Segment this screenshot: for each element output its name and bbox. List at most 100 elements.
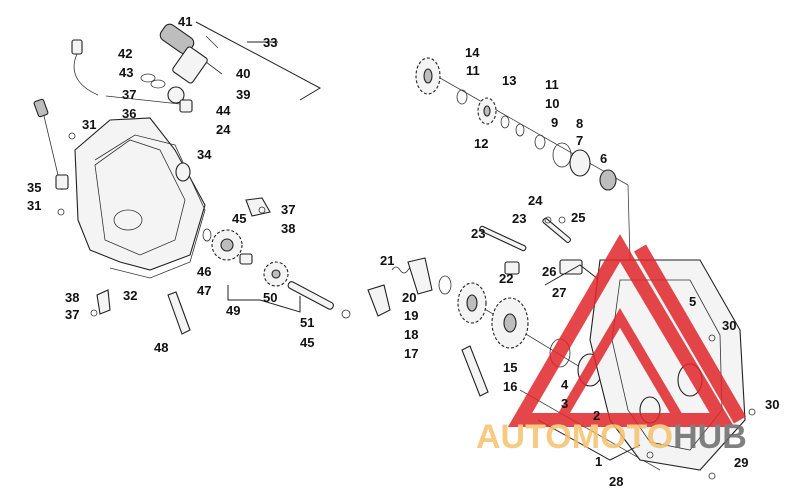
watermark-text-hub: HUB bbox=[673, 418, 747, 456]
callout-50: 50 bbox=[263, 290, 277, 305]
callout-37-mid: 37 bbox=[281, 202, 295, 217]
callout-10: 10 bbox=[545, 96, 559, 111]
wire-36 bbox=[105, 95, 181, 105]
snap-ring-8 bbox=[552, 142, 572, 168]
callout-37-bottom: 37 bbox=[65, 307, 79, 322]
left-assembly bbox=[33, 21, 351, 335]
screw-40 bbox=[205, 61, 223, 75]
callout-40: 40 bbox=[236, 66, 250, 81]
callout-48: 48 bbox=[154, 340, 168, 355]
pivot-22 bbox=[504, 261, 520, 275]
callout-27: 27 bbox=[552, 285, 566, 300]
callout-28: 28 bbox=[609, 474, 623, 489]
axis-drop bbox=[627, 184, 631, 261]
group-bracket-1 bbox=[537, 419, 641, 461]
bolt-31a bbox=[68, 132, 76, 140]
shaft-51 bbox=[287, 281, 334, 310]
gear-14 bbox=[415, 57, 441, 95]
callout-31-top: 31 bbox=[82, 117, 96, 132]
arm-19 bbox=[407, 257, 433, 295]
callout-45-top: 45 bbox=[232, 211, 246, 226]
retainer-44 bbox=[179, 99, 193, 113]
washer-11b bbox=[500, 115, 510, 129]
pin-23b bbox=[542, 217, 572, 243]
o-ring-43 bbox=[140, 73, 156, 83]
callout-30-top: 30 bbox=[722, 318, 736, 333]
callout-32: 32 bbox=[123, 288, 137, 303]
watermark-text-moto: MOTO bbox=[572, 418, 673, 456]
callout-31-bottom: 31 bbox=[27, 198, 41, 213]
callout-21: 21 bbox=[380, 253, 394, 268]
cover-rib bbox=[94, 139, 186, 256]
callout-20: 20 bbox=[402, 290, 416, 305]
callout-24-right: 24 bbox=[528, 193, 543, 208]
callout-19: 19 bbox=[404, 308, 418, 323]
chain-48 bbox=[167, 291, 191, 335]
callout-37-top: 37 bbox=[122, 87, 136, 102]
callout-11-right: 11 bbox=[545, 77, 559, 92]
bolt-30a bbox=[708, 334, 716, 342]
seal-34 bbox=[175, 162, 191, 182]
callout-30-bottom: 30 bbox=[765, 397, 779, 412]
callout-49: 49 bbox=[226, 303, 240, 318]
cover-window bbox=[113, 209, 143, 231]
callout-14: 14 bbox=[465, 45, 480, 60]
callout-3: 3 bbox=[561, 396, 568, 411]
seal-6 bbox=[599, 169, 617, 191]
hub-47 bbox=[239, 253, 253, 265]
callout-15: 15 bbox=[503, 360, 517, 375]
dowel-28 bbox=[646, 451, 654, 459]
bolt-24b bbox=[544, 216, 552, 224]
callout-4: 4 bbox=[561, 377, 569, 392]
housing-rib bbox=[611, 279, 723, 451]
washer-45 bbox=[202, 228, 212, 242]
callout-45-bottom: 45 bbox=[300, 335, 314, 350]
callout-47: 47 bbox=[197, 283, 211, 298]
bolt-37b bbox=[258, 206, 266, 214]
callout-16: 16 bbox=[503, 379, 517, 394]
o-ring-43b bbox=[150, 79, 166, 89]
callout-38-bottom: 38 bbox=[65, 290, 79, 305]
lever-21 bbox=[367, 284, 391, 317]
ring-9 bbox=[534, 134, 546, 150]
group-bracket-49 bbox=[227, 285, 301, 313]
callout-5: 5 bbox=[689, 294, 696, 309]
axis-bottom bbox=[519, 389, 661, 471]
bracket-38b bbox=[96, 289, 111, 315]
watermark: AUTOMOTOHUB bbox=[476, 234, 747, 456]
washer-45b bbox=[341, 309, 351, 319]
callout-35: 35 bbox=[27, 180, 41, 195]
callout-23-left: 23 bbox=[471, 226, 485, 241]
gear-50 bbox=[263, 261, 289, 287]
callout-26: 26 bbox=[542, 264, 556, 279]
washer-11a bbox=[456, 89, 468, 105]
callout-41: 41 bbox=[178, 14, 192, 29]
callout-1: 1 bbox=[595, 454, 602, 469]
callout-13: 13 bbox=[502, 73, 516, 88]
link-26 bbox=[559, 259, 583, 275]
callout-33: 33 bbox=[263, 35, 277, 50]
sprocket-18 bbox=[457, 282, 487, 324]
gasket-32 bbox=[94, 134, 206, 279]
callout-29: 29 bbox=[734, 455, 748, 470]
bolt-30b bbox=[748, 408, 756, 416]
callout-42: 42 bbox=[118, 46, 132, 61]
callout-43: 43 bbox=[119, 65, 133, 80]
callout-38-top: 38 bbox=[281, 221, 295, 236]
bearing-7 bbox=[569, 149, 591, 177]
callout-39: 39 bbox=[236, 87, 250, 102]
pin-23a bbox=[479, 225, 527, 252]
wire-harness bbox=[33, 39, 99, 191]
gear-17 bbox=[491, 297, 529, 349]
callout-24-left: 24 bbox=[216, 122, 231, 137]
plate-38 bbox=[245, 197, 271, 217]
callout-12: 12 bbox=[474, 136, 488, 151]
spacer-10 bbox=[515, 123, 525, 137]
callout-22: 22 bbox=[499, 271, 513, 286]
group-bracket-33 bbox=[195, 21, 322, 101]
callout-46: 46 bbox=[197, 264, 211, 279]
bolt-31b bbox=[57, 208, 65, 216]
callout-11-top: 11 bbox=[466, 63, 480, 78]
callout-labels: 41 33 42 40 43 39 37 36 44 31 24 34 35 3… bbox=[27, 14, 779, 489]
